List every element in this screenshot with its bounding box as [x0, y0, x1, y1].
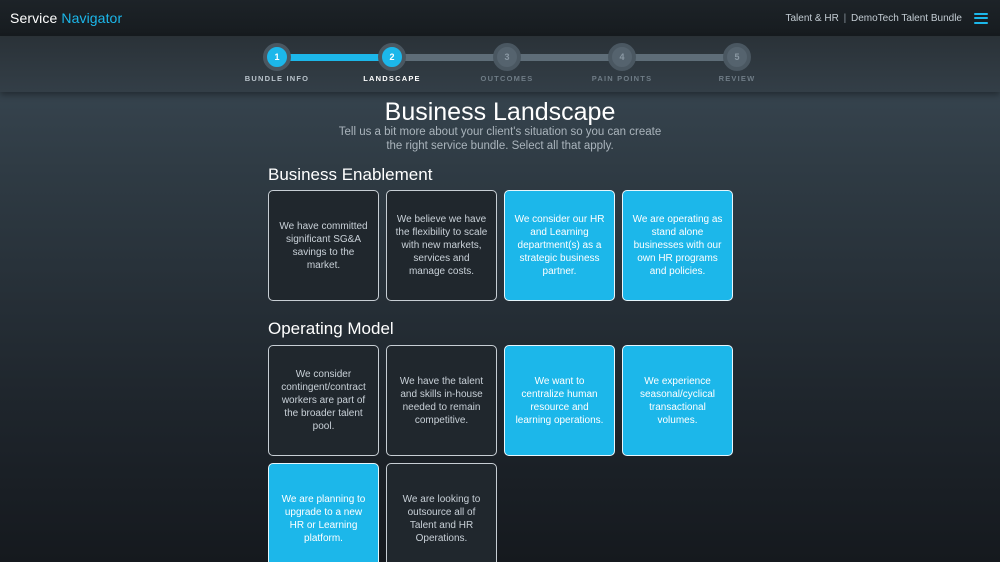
- step-label: REVIEW: [718, 74, 756, 83]
- step-review[interactable]: 5 REVIEW: [677, 43, 797, 83]
- step-outcomes[interactable]: 3 OUTCOMES: [447, 43, 567, 83]
- option-card[interactable]: We want to centralize human resource and…: [504, 345, 615, 456]
- step-number: 1: [263, 43, 291, 71]
- step-label: OUTCOMES: [480, 74, 534, 83]
- crumb-bundle: DemoTech Talent Bundle: [851, 12, 962, 24]
- page-subtitle: Tell us a bit more about your client's s…: [338, 126, 662, 152]
- option-card[interactable]: We experience seasonal/cyclical transact…: [622, 345, 733, 456]
- header-right: Talent & HR | DemoTech Talent Bundle: [785, 12, 988, 24]
- crumb-section: Talent & HR: [785, 12, 839, 24]
- step-number: 3: [493, 43, 521, 71]
- hamburger-menu-icon[interactable]: [974, 12, 988, 24]
- option-card[interactable]: We are looking to outsource all of Talen…: [386, 463, 497, 562]
- option-card[interactable]: We believe we have the flexibility to sc…: [386, 190, 497, 301]
- step-pain-points[interactable]: 4 PAIN POINTS: [562, 43, 682, 83]
- step-label: LANDSCAPE: [363, 74, 421, 83]
- stepper-track-fill: [277, 54, 392, 61]
- step-label: PAIN POINTS: [591, 74, 653, 83]
- step-bundle-info[interactable]: 1 BUNDLE INFO: [217, 43, 337, 83]
- step-number: 5: [723, 43, 751, 71]
- page-title: Business Landscape: [384, 98, 616, 126]
- step-number: 2: [378, 43, 406, 71]
- option-card[interactable]: We consider contingent/contract workers …: [268, 345, 379, 456]
- step-landscape[interactable]: 2 LANDSCAPE: [332, 43, 452, 83]
- brand-word-service: Service: [10, 10, 58, 26]
- top-bar: Service Navigator Talent & HR | DemoTech…: [0, 0, 1000, 37]
- option-card[interactable]: We have committed significant SG&A savin…: [268, 190, 379, 301]
- section-title-business-enablement: Business Enablement: [268, 165, 433, 184]
- option-card[interactable]: We are planning to upgrade to a new HR o…: [268, 463, 379, 562]
- crumb-separator: |: [843, 12, 847, 24]
- brand-word-navigator: Navigator: [61, 10, 123, 26]
- bundle-breadcrumb: Talent & HR | DemoTech Talent Bundle: [785, 13, 962, 24]
- section-title-operating-model: Operating Model: [268, 319, 394, 338]
- step-label: BUNDLE INFO: [244, 74, 310, 83]
- option-card[interactable]: We are operating as stand alone business…: [622, 190, 733, 301]
- progress-stepper: 1 BUNDLE INFO 2 LANDSCAPE 3 OUTCOMES 4 P…: [0, 37, 1000, 92]
- option-card[interactable]: We consider our HR and Learning departme…: [504, 190, 615, 301]
- option-card[interactable]: We have the talent and skills in-house n…: [386, 345, 497, 456]
- app-brand[interactable]: Service Navigator: [10, 10, 122, 26]
- step-number: 4: [608, 43, 636, 71]
